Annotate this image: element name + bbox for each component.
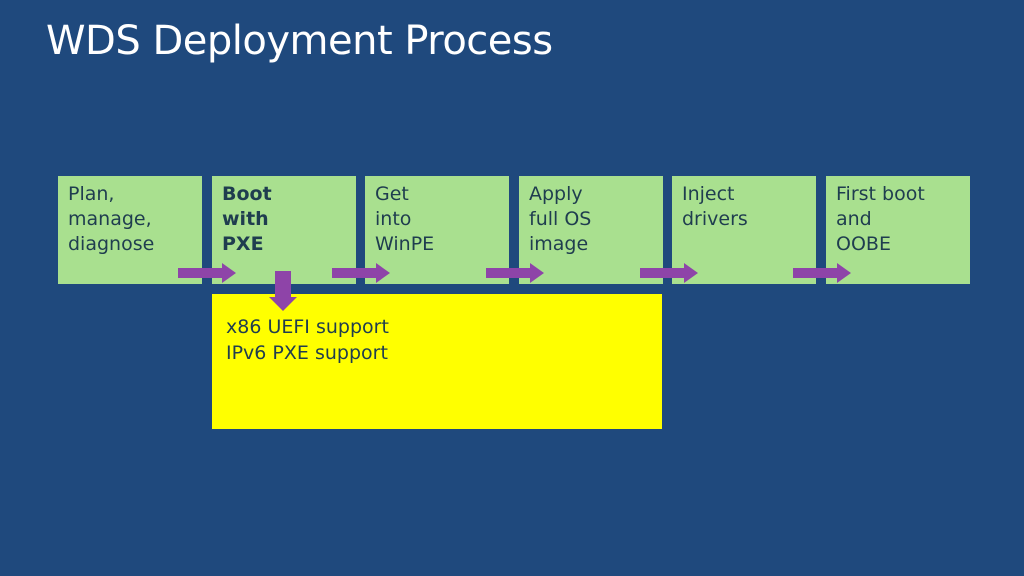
step-winpe: Get into WinPE	[365, 176, 509, 284]
arrow-right-icon	[793, 263, 851, 283]
step-label: First boot and OOBE	[836, 183, 925, 255]
slide-title: WDS Deployment Process	[46, 18, 553, 64]
step-plan: Plan, manage, diagnose	[58, 176, 202, 284]
arrow-right-icon	[332, 263, 390, 283]
step-label: Boot with PXE	[222, 183, 272, 255]
step-label: Get into WinPE	[375, 183, 435, 255]
step-inject-drivers: Inject drivers	[672, 176, 816, 284]
step-first-boot: First boot and OOBE	[826, 176, 970, 284]
arrow-down-icon	[269, 271, 297, 311]
pxe-detail-box: x86 UEFI support IPv6 PXE support	[212, 294, 662, 429]
step-label: Plan, manage, diagnose	[68, 183, 155, 255]
step-apply-image: Apply full OS image	[519, 176, 663, 284]
step-label: Inject drivers	[682, 183, 748, 230]
arrow-right-icon	[178, 263, 236, 283]
arrow-right-icon	[486, 263, 544, 283]
step-boot-pxe: Boot with PXE	[212, 176, 356, 284]
detail-line: IPv6 PXE support	[226, 342, 388, 364]
step-label: Apply full OS image	[529, 183, 592, 255]
detail-line: x86 UEFI support	[226, 316, 389, 338]
arrow-right-icon	[640, 263, 698, 283]
